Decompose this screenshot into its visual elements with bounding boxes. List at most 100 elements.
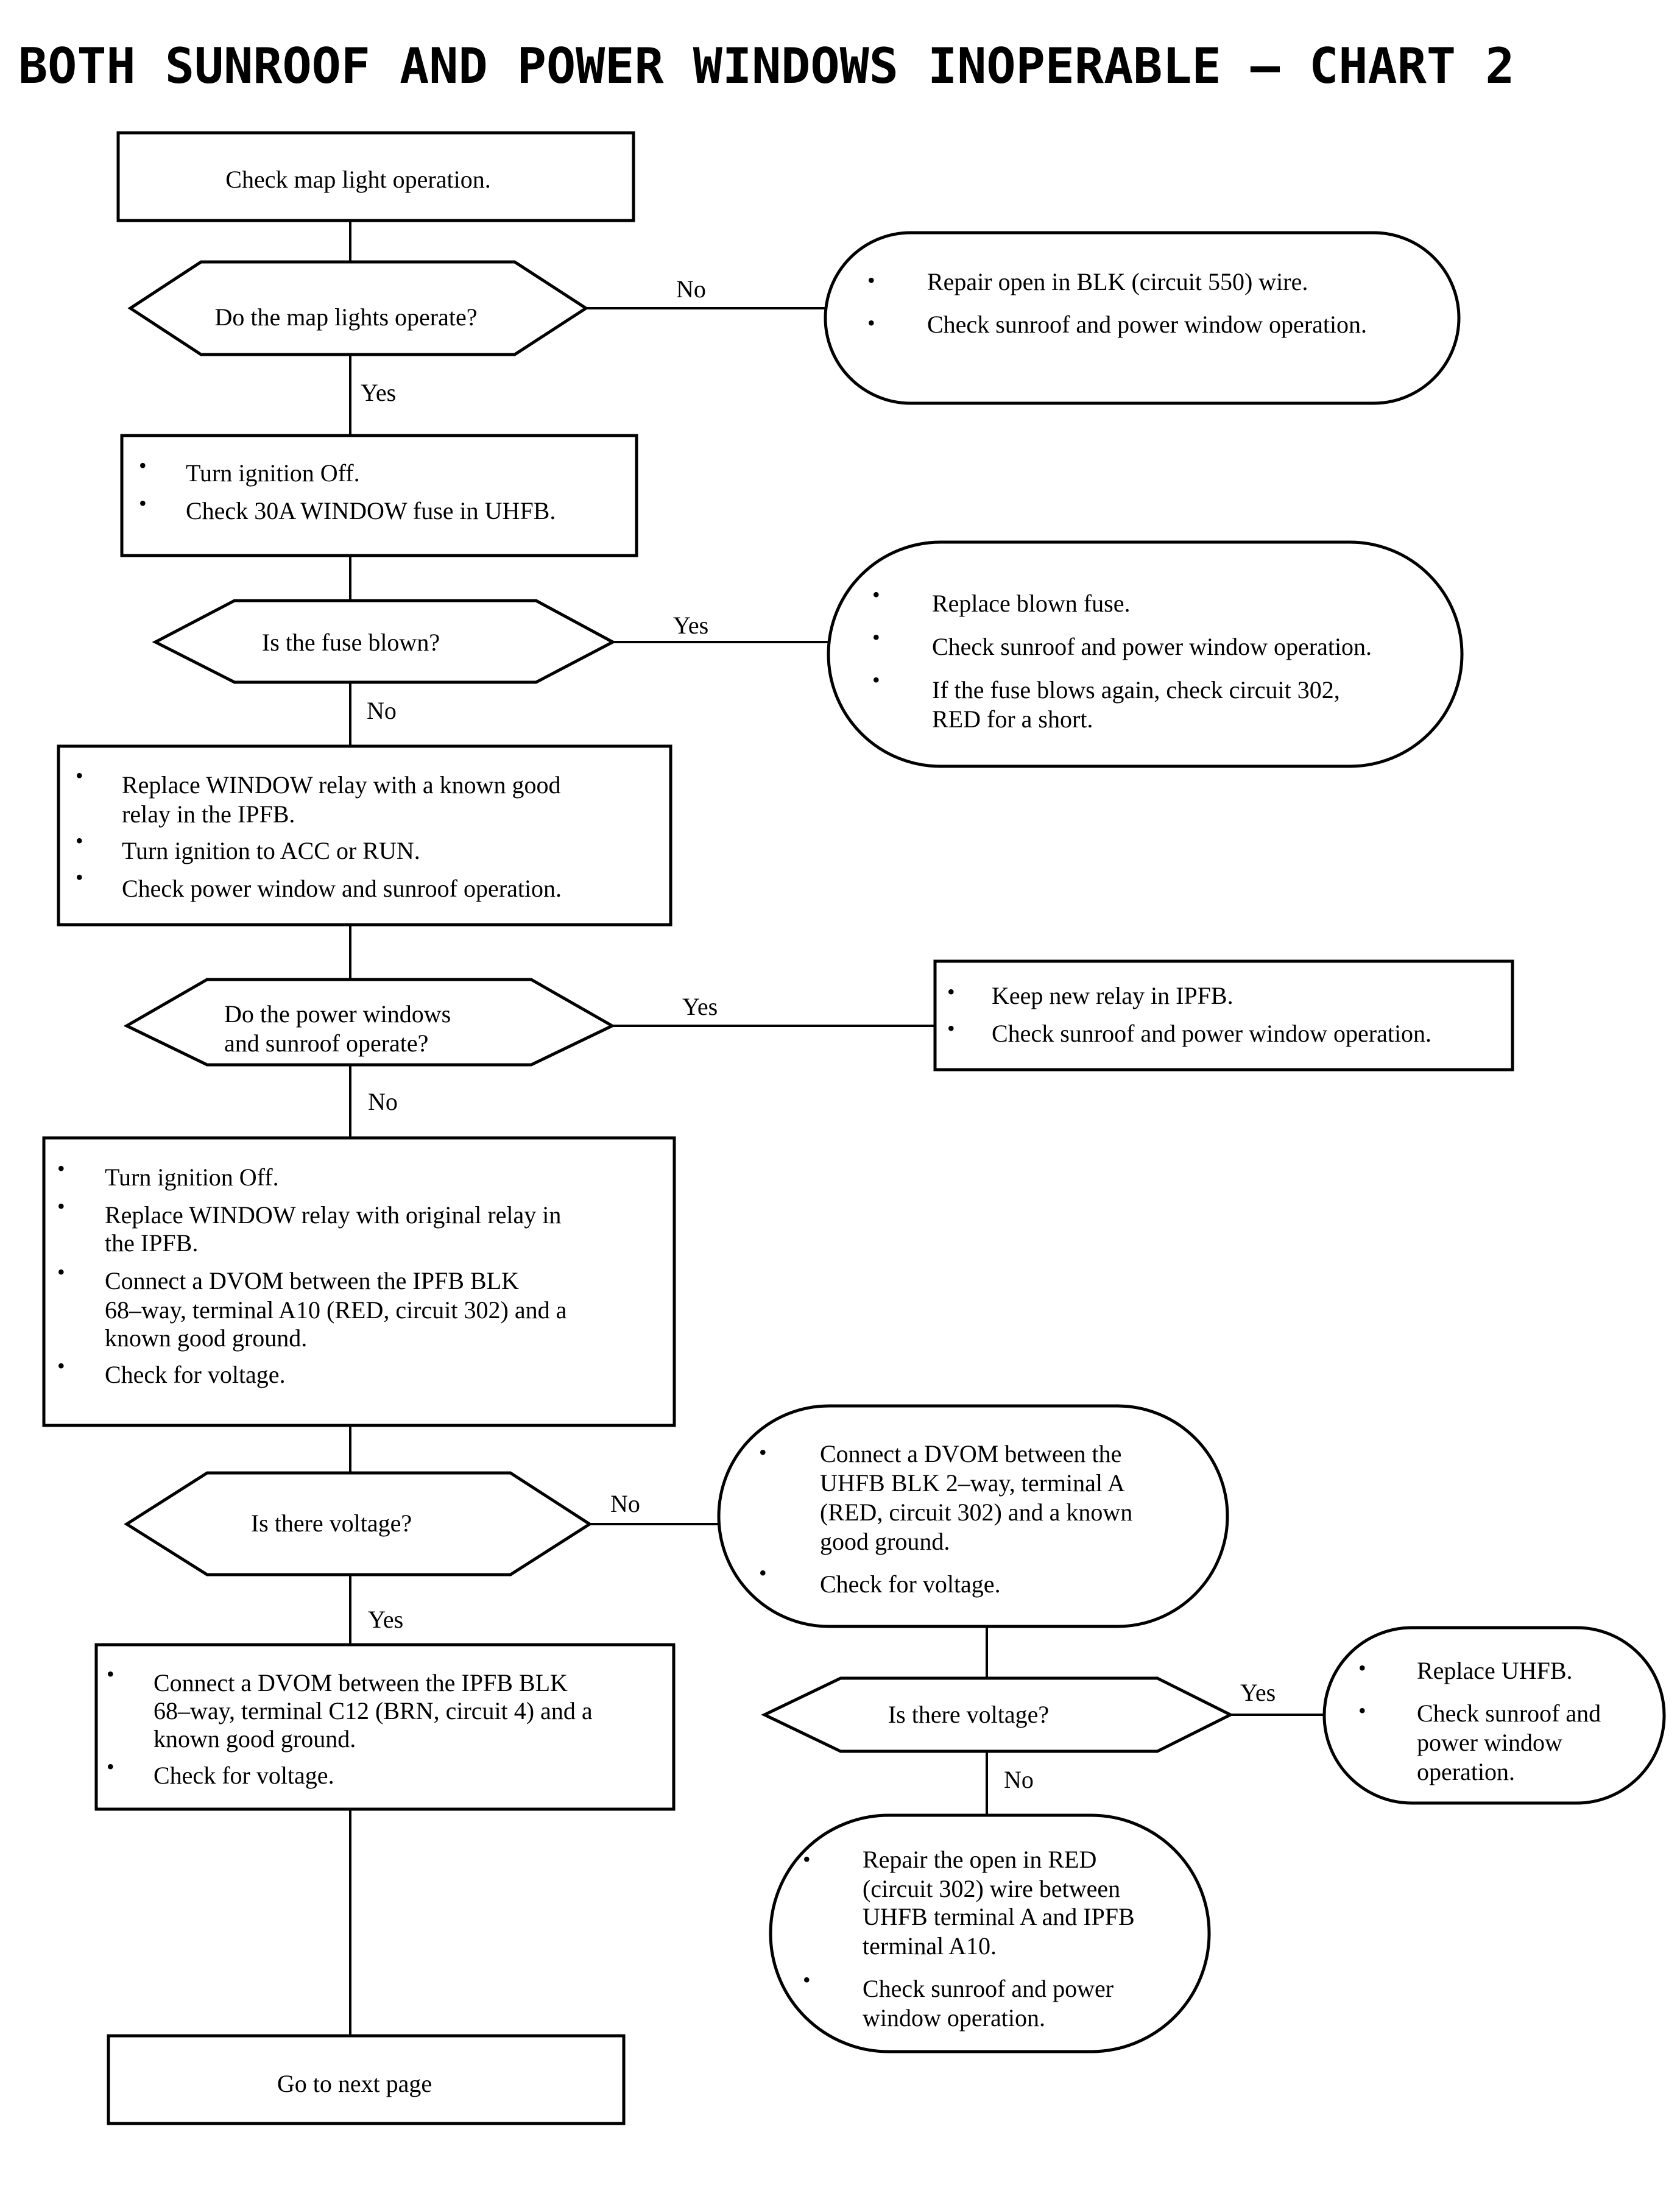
turn-ignition-off-box: • Turn ignition Off. • Check 30A WINDOW … xyxy=(120,434,638,557)
branch-label-voltage1-yes: Yes xyxy=(368,1606,403,1633)
node-text: RED for a short. xyxy=(932,705,1093,733)
node-text: Check for voltage. xyxy=(154,1762,334,1789)
bullet: • xyxy=(1358,1698,1366,1723)
node-text: Check sunroof and power window operation… xyxy=(927,311,1367,338)
node-text: Check for voltage. xyxy=(820,1570,1001,1598)
node-text: power window xyxy=(1417,1729,1562,1756)
bullet: • xyxy=(57,1354,65,1378)
branch-label-windows-yes: Yes xyxy=(682,993,718,1020)
voltage-decision-2: Is there voltage? xyxy=(761,1676,1234,1753)
map-lights-decision: Do the map lights operate? xyxy=(127,260,589,356)
bullet: • xyxy=(947,1016,955,1040)
decision-text: Is there voltage? xyxy=(888,1701,1049,1728)
node-text: Check map light operation. xyxy=(225,166,490,193)
node-text: terminal A10. xyxy=(863,1932,997,1960)
node-text: Check for voltage. xyxy=(105,1361,286,1388)
turn-ignition-off-replace-box: • Turn ignition Off. • Replace WINDOW re… xyxy=(42,1136,676,1427)
bullet: • xyxy=(759,1561,767,1585)
bullet: • xyxy=(76,865,83,889)
bullet: • xyxy=(107,1662,115,1686)
node-text: operation. xyxy=(1417,1758,1515,1785)
node-text: Connect a DVOM between the xyxy=(820,1440,1121,1467)
dvom-uhfb-terminator: • Connect a DVOM between the UHFB BLK 2–… xyxy=(717,1404,1229,1628)
node-text: the IPFB. xyxy=(105,1229,198,1257)
decision-text: and sunroof operate? xyxy=(224,1029,428,1057)
windows-operate-decision: Do the power windows and sunroof operate… xyxy=(123,978,616,1067)
node-text: (RED, circuit 302) and a known xyxy=(820,1499,1132,1526)
node-text: Check sunroof and power xyxy=(863,1975,1114,2002)
node-text: Connect a DVOM between the IPFB BLK xyxy=(105,1267,519,1294)
bullet: • xyxy=(76,828,83,853)
decision-text: Do the power windows xyxy=(224,1000,451,1028)
connectors xyxy=(349,221,1324,2036)
node-text: Replace WINDOW relay with a known good xyxy=(122,771,561,799)
node-text: known good ground. xyxy=(154,1725,356,1753)
branch-label-fuse-yes: Yes xyxy=(673,612,708,639)
bullet: • xyxy=(57,1194,65,1218)
bullet: • xyxy=(947,980,955,1004)
node-text: UHFB BLK 2–way, terminal A xyxy=(820,1469,1125,1497)
branch-label-map-yes: Yes xyxy=(361,379,396,406)
bullet: • xyxy=(139,491,147,515)
fuse-blown-decision: Is the fuse blown? xyxy=(152,599,616,684)
node-text: Replace blown fuse. xyxy=(932,590,1130,617)
node-text: Replace WINDOW relay with original relay… xyxy=(105,1201,561,1229)
node-text: Check sunroof and power window operation… xyxy=(992,1020,1431,1047)
bullet: • xyxy=(1358,1656,1366,1680)
node-text: Replace UHFB. xyxy=(1417,1657,1573,1684)
node-text: 68–way, terminal A10 (RED, circuit 302) … xyxy=(105,1296,567,1324)
bullet: • xyxy=(872,582,880,607)
branch-label-voltage1-no: No xyxy=(610,1490,640,1517)
branch-label-map-no: No xyxy=(676,275,706,303)
node-text: Repair open in BLK (circuit 550) wire. xyxy=(927,268,1308,295)
bullet: • xyxy=(803,1847,811,1871)
check-map-light-box: Check map light operation. xyxy=(116,131,635,222)
page-title: BOTH SUNROOF AND POWER WINDOWS INOPERABL… xyxy=(18,38,1515,94)
go-to-next-page-box: Go to next page xyxy=(107,2034,626,2125)
bullet: • xyxy=(759,1440,767,1464)
bullet: • xyxy=(803,1968,811,1992)
node-text: Connect a DVOM between the IPFB BLK xyxy=(154,1669,568,1696)
decision-text: Is the fuse blown? xyxy=(262,629,440,656)
node-text: UHFB terminal A and IPFB xyxy=(863,1903,1135,1930)
bullet: • xyxy=(76,763,83,788)
bullet: • xyxy=(872,625,880,649)
node-text: Check power window and sunroof operation… xyxy=(122,875,562,902)
node-text: known good ground. xyxy=(105,1324,307,1352)
node-text: Check sunroof and xyxy=(1417,1700,1601,1727)
node-text: good ground. xyxy=(820,1528,950,1555)
bullet: • xyxy=(107,1754,115,1779)
replace-relay-box: • Replace WINDOW relay with a known good… xyxy=(57,744,672,927)
dvom-c12-box: • Connect a DVOM between the IPFB BLK 68… xyxy=(94,1643,676,1811)
node-text: If the fuse blows again, check circuit 3… xyxy=(932,676,1340,704)
bullet: • xyxy=(872,668,880,692)
node-text: 68–way, terminal C12 (BRN, circuit 4) an… xyxy=(154,1697,593,1725)
decision-text: Is there voltage? xyxy=(251,1509,412,1537)
bullet: • xyxy=(139,453,147,478)
node-text: Repair the open in RED xyxy=(863,1846,1096,1873)
replace-uhfb-terminator: • Replace UHFB. • Check sunroof and powe… xyxy=(1322,1626,1666,1805)
decision-text: Do the map lights operate? xyxy=(215,303,478,331)
node-text: Turn ignition Off. xyxy=(186,459,360,487)
bullet: • xyxy=(867,311,875,335)
repair-open-blk-terminator: • Repair open in BLK (circuit 550) wire.… xyxy=(824,231,1461,405)
branch-label-windows-no: No xyxy=(368,1088,398,1115)
bullet: • xyxy=(57,1260,65,1284)
bullet: • xyxy=(57,1156,65,1181)
replace-fuse-terminator: • Replace blown fuse. • Check sunroof an… xyxy=(827,540,1464,768)
branch-label-fuse-no: No xyxy=(367,697,397,724)
voltage-decision-1: Is there voltage? xyxy=(124,1471,593,1576)
repair-open-red-terminator: • Repair the open in RED (circuit 302) w… xyxy=(769,1813,1211,2053)
branch-label-voltage2-yes: Yes xyxy=(1240,1679,1276,1706)
node-text: Turn ignition to ACC or RUN. xyxy=(122,837,420,864)
node-text: Go to next page xyxy=(277,2070,432,2097)
node-text: relay in the IPFB. xyxy=(122,800,295,828)
node-text: Check 30A WINDOW fuse in UHFB. xyxy=(186,497,556,524)
bullet: • xyxy=(867,268,875,292)
node-text: Check sunroof and power window operation… xyxy=(932,633,1372,660)
keep-relay-box: • Keep new relay in IPFB. • Check sunroo… xyxy=(933,959,1514,1071)
branch-label-voltage2-no: No xyxy=(1004,1766,1034,1793)
node-text: window operation. xyxy=(863,2004,1045,2032)
node-text: Turn ignition Off. xyxy=(105,1163,279,1191)
